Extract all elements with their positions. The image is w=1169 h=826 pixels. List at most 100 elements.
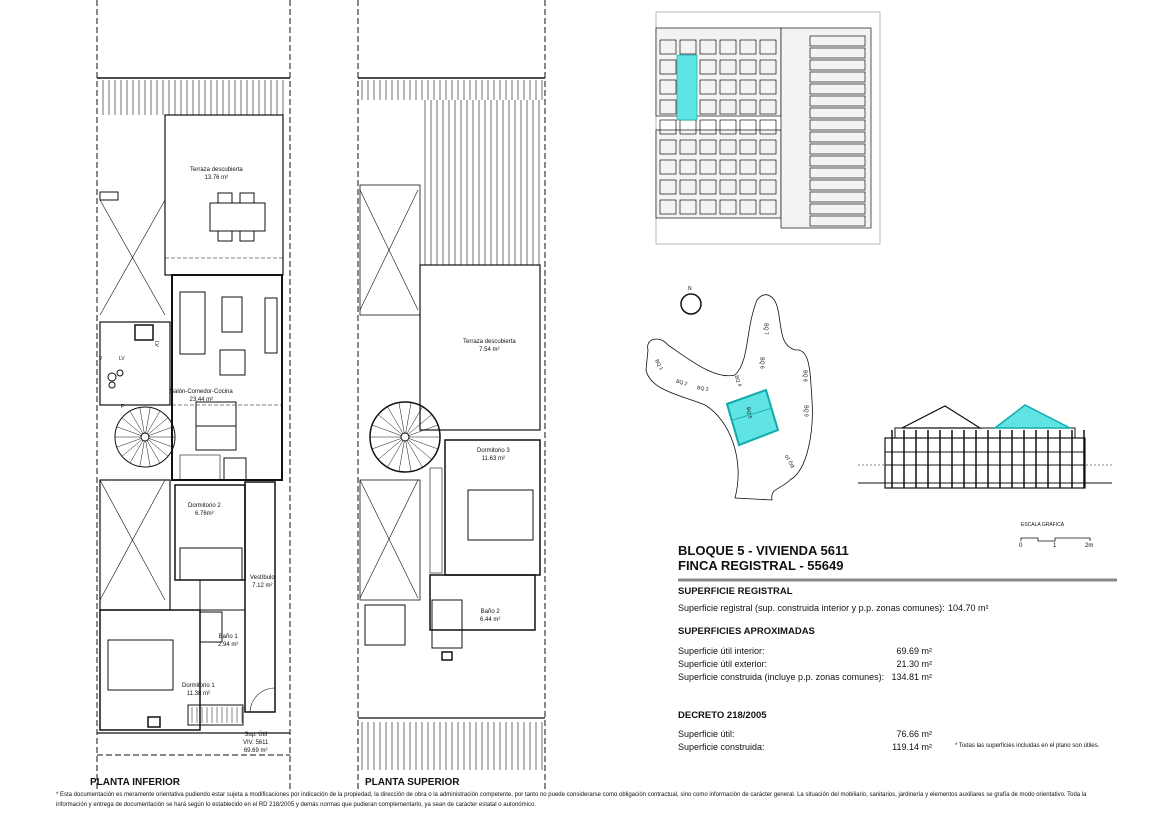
drawing-line (759, 39, 777, 55)
drawing-line (147, 439, 169, 457)
drawing-line (699, 59, 717, 75)
drawing-line (809, 191, 866, 203)
drawing-line (387, 440, 404, 468)
drawing-line (809, 203, 866, 215)
note: * Todas las superficies incluidas en el … (955, 743, 1100, 749)
drawing-line (809, 59, 866, 71)
drawing-line (148, 438, 174, 448)
drawing-line (809, 95, 866, 107)
drawing-line (739, 99, 757, 115)
drawing-line (147, 417, 169, 435)
drawing-line (809, 71, 866, 83)
row-value: 76.66 m² (896, 729, 932, 739)
drawing-line (659, 39, 677, 55)
drawing-line (679, 139, 697, 155)
drawing-line (719, 79, 737, 95)
drawing-line (759, 79, 777, 95)
drawing-line (659, 79, 677, 95)
drawing-line (719, 39, 737, 55)
scale-tick: 2m (1085, 543, 1094, 549)
drawing-line (146, 440, 161, 464)
drawing-line (121, 439, 143, 457)
lower-floor-plan (96, 0, 291, 790)
drawing-line (719, 159, 737, 175)
drawing-line (139, 407, 145, 434)
drawing-line (659, 179, 677, 195)
drawing-line (759, 179, 777, 195)
drawing-line (809, 35, 866, 47)
drawing-line (116, 438, 142, 448)
plan-title-lower: PLANTA INFERIOR (90, 777, 180, 788)
drawing-line (809, 179, 866, 191)
registral-value: 104.70 m² (948, 603, 989, 613)
drawing-line (659, 199, 677, 215)
drawing-line (739, 159, 757, 175)
row-label: Superficie útil exterior: (678, 659, 768, 669)
block-label: BQ 9 (802, 405, 809, 417)
drawing-line (809, 143, 866, 155)
drawing-line (139, 440, 145, 467)
registral-label: Superficie registral (sup. construida in… (678, 603, 945, 613)
row-value: 134.81 m² (891, 672, 932, 682)
drawing-line (699, 39, 717, 55)
drawing-line (719, 99, 737, 115)
drawing-line (659, 119, 677, 135)
drawing-line (145, 407, 151, 434)
disclaimer: * Esta documentación es meramente orient… (56, 792, 1087, 808)
drawing-line (759, 59, 777, 75)
section-heading: SUPERFICIE REGISTRAL (678, 586, 793, 597)
drawing-line (659, 159, 677, 175)
drawing-line (405, 402, 412, 434)
drawing-line (699, 119, 717, 135)
drawing-line (659, 99, 677, 115)
drawing-line (739, 199, 757, 215)
drawing-line (699, 139, 717, 155)
drawing-line (679, 199, 697, 215)
drawing-line (759, 159, 777, 175)
drawing-line (148, 426, 174, 436)
section-heading: DECRETO 218/2005 (678, 710, 767, 721)
drawing-line (398, 402, 405, 434)
drawing-line (739, 79, 757, 95)
drawing-line (679, 159, 697, 175)
drawing-line (719, 119, 737, 135)
row-value: 21.30 m² (896, 659, 932, 669)
drawing-line (739, 179, 757, 195)
drawing-line (809, 131, 866, 143)
drawing-line (759, 139, 777, 155)
drawing-line (659, 59, 677, 75)
block-label: BQ 6 (758, 357, 765, 369)
appliance-mark: F (121, 404, 125, 410)
drawing-line (699, 99, 717, 115)
drawing-line (407, 439, 432, 460)
drawing-line (372, 438, 402, 450)
drawing-line (121, 417, 143, 435)
upper-floor-plan (357, 0, 546, 790)
row-value: 69.69 m² (896, 646, 932, 656)
drawing-line (146, 410, 161, 434)
drawing-line (378, 414, 403, 435)
drawing-line (699, 199, 717, 215)
drawing-line (739, 119, 757, 135)
drawing-line (809, 83, 866, 95)
block-label: BQ 8 (801, 370, 808, 382)
drawing-line (759, 119, 777, 135)
drawing-line (719, 179, 737, 195)
drawing-line (809, 119, 866, 131)
row-label: Superficie construida: (678, 742, 765, 752)
drawing-line (809, 215, 866, 227)
row-label: Superficie útil: (678, 729, 735, 739)
drawing-line (739, 39, 757, 55)
drawing-line (699, 179, 717, 195)
drawing-line (408, 438, 438, 450)
drawing-line (679, 179, 697, 195)
drawing-line (719, 139, 737, 155)
